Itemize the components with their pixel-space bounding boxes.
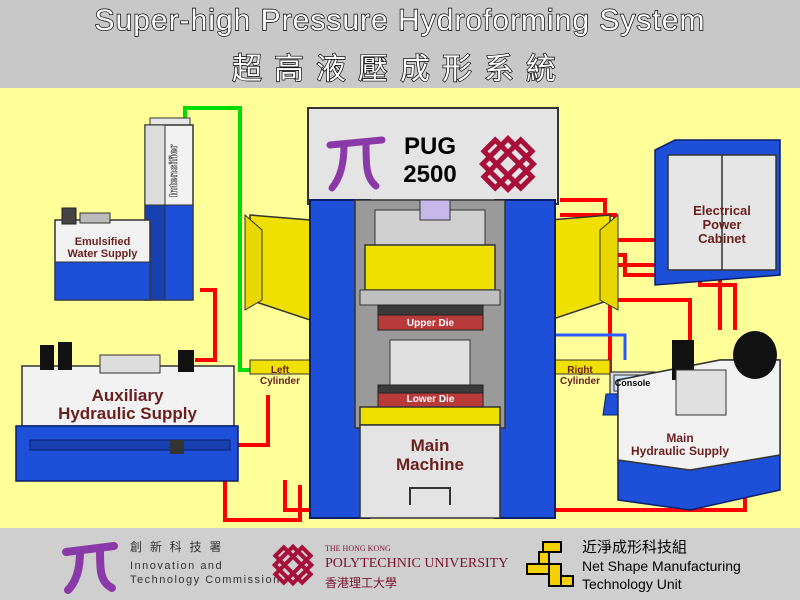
intensifier-label: Intensifier <box>168 144 181 198</box>
lower-die-label: Lower Die <box>406 394 455 405</box>
pipe-auxiliary-left-cylinder <box>235 395 270 447</box>
left-cylinder-label-line1: Left <box>270 365 290 376</box>
header: Super-high Pressure Hydroforming System … <box>0 0 800 88</box>
itc-english-name-line1: Innovation and <box>130 560 224 572</box>
emulsified-water-label-line1: Emulsified <box>74 236 131 248</box>
polyu-knot-icon <box>479 135 537 193</box>
itc-english-name-line2: Technology Commission <box>130 574 281 586</box>
upper-die-label: Upper Die <box>406 318 455 329</box>
nsm-english-name-line2: Technology Unit <box>582 576 682 592</box>
polyu-chinese-name: 香港理工大學 <box>325 576 398 590</box>
title-chinese: 超高液壓成形系統 <box>231 51 568 87</box>
nsm-english-name-line1: Net Shape Manufacturing <box>582 558 741 574</box>
polyu-name: POLYTECHNIC UNIVERSITY <box>325 556 509 571</box>
pipe-auxiliary-bottom <box>223 450 302 522</box>
main-hydraulic-label-line2: Hydraulic Supply <box>630 444 730 458</box>
pi-logo-icon <box>326 136 386 192</box>
right-cylinder-label-line1: Right <box>567 365 593 376</box>
nsm-logo-icon <box>526 541 574 587</box>
main-machine-label-line2: Machine <box>395 455 465 474</box>
emulsified-water-label-line2: Water Supply <box>67 248 138 260</box>
electrical-cabinet-label-line3: Cabinet <box>698 231 746 246</box>
auxiliary-hydraulic-label-line1: Auxiliary <box>91 386 164 405</box>
electrical-cabinet-label-line1: Electrical <box>693 203 751 218</box>
auxiliary-hydraulic-unit <box>15 342 239 482</box>
auxiliary-hydraulic-label-line2: Hydraulic Supply <box>58 404 197 423</box>
pipe-auxiliary-up <box>195 288 217 362</box>
intensifier-unit <box>54 117 194 301</box>
main-machine-frame <box>307 107 559 519</box>
pug-label-line1: PUG <box>403 133 456 160</box>
pipe-water-line <box>183 106 265 372</box>
console-label: Console <box>614 378 651 388</box>
main-hydraulic-unit <box>617 331 781 511</box>
polyu-small-caption: THE HONG KONG <box>325 544 391 553</box>
main-hydraulic-label-line1: Main <box>666 431 694 445</box>
electrical-cabinet-label-line2: Power <box>702 217 742 232</box>
polyu-logo-icon <box>271 543 315 587</box>
itc-chinese-name: 創 新 科 技 署 <box>130 540 224 554</box>
title-english: Super-high Pressure Hydroforming System <box>94 3 706 37</box>
nsm-chinese-name: 近淨成形科技組 <box>582 538 688 556</box>
footer: 創 新 科 技 署 Innovation and Technology Comm… <box>0 528 800 600</box>
electrical-power-cabinet <box>654 139 781 286</box>
right-cylinder-label-line2: Cylinder <box>559 376 600 387</box>
left-cylinder-label-line2: Cylinder <box>259 376 300 387</box>
main-machine-arms <box>244 213 619 375</box>
pug-label-line2: 2500 <box>403 161 457 188</box>
main-machine-label-line1: Main <box>410 436 450 455</box>
itc-pi-logo-icon <box>62 542 118 594</box>
